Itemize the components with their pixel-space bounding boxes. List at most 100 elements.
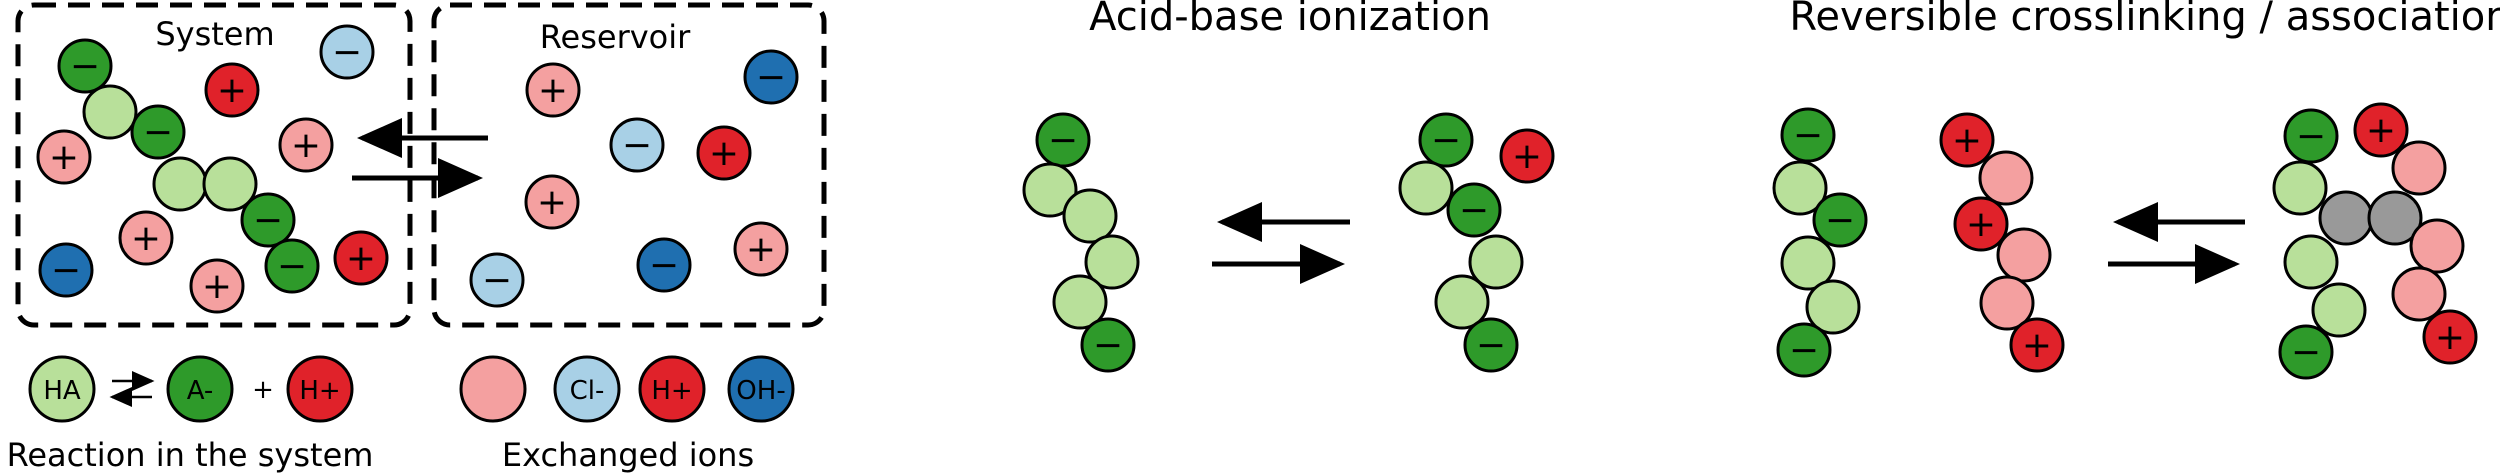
reservoir-signs: + − − + + + − − xyxy=(482,57,786,301)
particle xyxy=(1780,107,1836,163)
particle xyxy=(1979,275,2035,331)
ion-oh-minus xyxy=(38,242,94,298)
legend-h-ion xyxy=(638,355,706,423)
particle xyxy=(1499,128,1555,184)
exchange-arrows xyxy=(352,118,488,198)
minus-sign: − xyxy=(1793,115,1823,156)
particle xyxy=(2272,160,2328,216)
ions-legend: Cl- H+ OH- Exchanged ions xyxy=(459,355,795,474)
minus-sign: − xyxy=(1431,120,1461,161)
particle xyxy=(1446,182,1502,238)
ion-h-plus xyxy=(333,230,389,286)
plus-sign: + xyxy=(1952,120,1982,161)
ion-cl-minus xyxy=(319,24,375,80)
plus-sign: + xyxy=(538,70,568,111)
legend-a-minus-label: A- xyxy=(187,376,214,406)
particle xyxy=(2391,266,2447,322)
plus-sign: + xyxy=(1512,136,1542,177)
particle xyxy=(2283,108,2339,164)
particle xyxy=(1772,160,1828,216)
plus-sign: + xyxy=(709,133,739,174)
crosslink-arrows xyxy=(2108,202,2245,284)
legend-oh-label: OH- xyxy=(736,376,785,406)
legend-h-label: H+ xyxy=(651,376,692,406)
acid-base-right-signs: − + − − xyxy=(1431,120,1542,366)
ions-caption: Exchanged ions xyxy=(502,436,754,474)
particle xyxy=(2009,317,2065,373)
plus-sign: + xyxy=(1966,204,1996,245)
minus-sign: − xyxy=(253,200,283,241)
legend-cl-ion xyxy=(553,355,621,423)
plus-sign: + xyxy=(217,70,247,111)
legend-h-plus xyxy=(286,355,354,423)
ion-pink xyxy=(36,129,92,185)
ion-cl-minus xyxy=(609,117,665,173)
monomer-ha xyxy=(202,156,258,212)
minus-sign: − xyxy=(2291,332,2321,373)
particle xyxy=(2367,190,2423,246)
crosslink-left-signs: − − − + + + xyxy=(1789,115,2052,371)
ion-pink xyxy=(524,174,580,230)
legend-pink-ion xyxy=(459,355,527,423)
particle xyxy=(1780,235,1836,291)
ion-pink xyxy=(733,221,789,277)
system-contents xyxy=(36,24,389,314)
minus-sign: − xyxy=(1789,330,1819,371)
ion-h-plus xyxy=(696,125,752,181)
plus-sign: + xyxy=(291,125,321,166)
minus-sign: − xyxy=(1048,120,1078,161)
reaction-caption: Reaction in the system xyxy=(7,436,374,474)
minus-sign: − xyxy=(1459,190,1489,231)
plus-sign: + xyxy=(746,229,776,270)
acid-base-left-signs: − − xyxy=(1048,120,1123,366)
particle xyxy=(1062,188,1118,244)
particle xyxy=(1939,112,1995,168)
minus-sign: − xyxy=(1476,325,1506,366)
particle xyxy=(1052,274,1108,330)
particle xyxy=(1996,227,2052,283)
minus-sign: − xyxy=(2296,116,2326,157)
ion-oh-minus xyxy=(636,237,692,293)
legend-ha-label: HA xyxy=(43,376,81,406)
crosslink-right-signs: − + − + xyxy=(2291,110,2465,373)
particle xyxy=(1468,234,1524,290)
minus-sign: − xyxy=(70,46,100,87)
system-signs: − − − − + − + + + + − + xyxy=(49,32,376,307)
legend-oh-ion xyxy=(727,355,795,423)
crosslink-left-chain-b xyxy=(1939,112,2065,373)
equilibrium-small-arrows xyxy=(109,371,155,407)
crosslinking-title: Reversible crosslinking / association xyxy=(1789,0,2500,40)
particle xyxy=(2409,218,2465,274)
particle xyxy=(1805,279,1861,335)
particle xyxy=(2391,140,2447,196)
particle xyxy=(2422,309,2478,365)
minus-sign: − xyxy=(277,246,307,287)
legend-cl-label: Cl- xyxy=(570,376,605,406)
plus-sign: + xyxy=(2366,110,2396,151)
system-box: System xyxy=(15,2,413,328)
minus-sign: − xyxy=(756,57,786,98)
ion-a-minus xyxy=(57,38,113,94)
particle xyxy=(1398,160,1454,216)
acid-base-title: Acid-base ionization xyxy=(1089,0,1491,40)
reservoir-label: Reservoir xyxy=(540,18,691,56)
reservoir-box: Reservoir xyxy=(431,2,827,328)
monomer-ha xyxy=(152,156,208,212)
particle xyxy=(1434,274,1490,330)
ion-pink xyxy=(118,210,174,266)
particle xyxy=(2283,234,2339,290)
particle xyxy=(1022,162,1078,218)
particle xyxy=(1080,317,1136,373)
system-label: System xyxy=(155,15,274,53)
acid-base-left-chain xyxy=(1022,112,1140,373)
acid-base-right-chain xyxy=(1398,112,1555,373)
plus-sign: + xyxy=(2022,325,2052,366)
ion-pink xyxy=(278,117,334,173)
minus-sign: − xyxy=(482,260,512,301)
particle xyxy=(2318,190,2374,246)
ion-pink xyxy=(525,62,581,118)
minus-sign: − xyxy=(622,125,652,166)
ion-a-minus xyxy=(130,104,186,160)
ion-pink xyxy=(189,258,245,314)
